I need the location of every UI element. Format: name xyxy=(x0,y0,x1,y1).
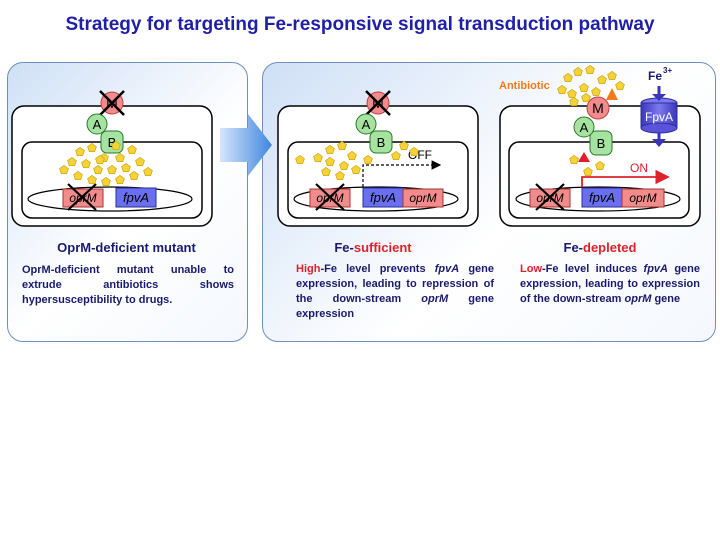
antibiotic-molecule-icon xyxy=(115,152,125,163)
svg-text:3+: 3+ xyxy=(663,66,672,75)
antibiotic-molecule-icon xyxy=(313,152,323,163)
antibiotic-molecule-icon xyxy=(607,70,617,81)
antibiotic-molecule-icon xyxy=(73,170,83,181)
svg-text:fpvA: fpvA xyxy=(370,190,396,205)
antibiotics-inside-right xyxy=(569,154,605,177)
antibiotic-molecule-icon xyxy=(567,88,577,99)
cell-oprm-deficient: M A B oprM fpvA xyxy=(11,90,213,227)
antibiotic-molecule-icon xyxy=(143,166,153,177)
antibiotics-inside-left xyxy=(59,140,153,187)
svg-text:M: M xyxy=(592,100,604,116)
svg-text:B: B xyxy=(597,136,606,151)
svg-text:FpvA: FpvA xyxy=(645,110,673,124)
antibiotics-inside-middle xyxy=(295,140,419,181)
left-description: OprM-deficient mutant unable to extrude … xyxy=(22,264,234,306)
antibiotic-molecule-icon xyxy=(81,158,91,169)
antibiotic-molecule-icon xyxy=(325,144,335,155)
antibiotic-molecule-icon xyxy=(399,140,409,151)
svg-text:A: A xyxy=(362,117,371,132)
antibiotic-molecule-icon xyxy=(101,176,111,187)
antibiotic-molecule-icon xyxy=(95,154,105,165)
right-description: Low-Fe level induces fpvA gene expressio… xyxy=(520,263,701,305)
svg-text:fpvA: fpvA xyxy=(589,190,615,205)
svg-text:A: A xyxy=(93,117,102,132)
antibiotic-molecule-icon xyxy=(569,154,579,165)
svg-text:oprM: oprM xyxy=(409,191,436,205)
antibiotic-molecule-icon xyxy=(337,140,347,151)
antibiotic-molecule-icon xyxy=(135,156,145,167)
antibiotic-molecule-icon xyxy=(127,144,137,155)
antibiotic-molecule-icon xyxy=(583,166,593,177)
antibiotic-molecule-icon xyxy=(563,72,573,83)
antibiotic-molecule-icon xyxy=(59,164,69,175)
antibiotic-molecule-icon xyxy=(111,140,121,151)
antibiotic-molecule-icon xyxy=(391,150,401,161)
antibiotic-molecule-icon xyxy=(321,166,331,177)
antibiotic-molecule-icon xyxy=(573,66,583,77)
antibiotic-molecule-icon xyxy=(339,160,349,171)
fe-ion-label: Fe xyxy=(648,69,662,83)
antibiotic-molecule-icon xyxy=(409,146,419,157)
efflux-arrow-icon xyxy=(578,152,590,162)
antibiotics-outside-right xyxy=(557,64,625,107)
page-title: Strategy for targeting Fe-responsive sig… xyxy=(65,14,655,35)
antibiotic-label: Antibiotic xyxy=(499,80,550,92)
antibiotic-molecule-icon xyxy=(87,142,97,153)
svg-text:fpvA: fpvA xyxy=(123,190,149,205)
antibiotic-molecule-icon xyxy=(121,162,131,173)
antibiotic-molecule-icon xyxy=(579,82,589,93)
antibiotic-molecule-icon xyxy=(615,80,625,91)
antibiotic-molecule-icon xyxy=(557,84,567,95)
antibiotic-molecule-icon xyxy=(295,154,305,165)
antibiotic-molecule-icon xyxy=(115,174,125,185)
svg-text:B: B xyxy=(108,135,117,150)
antibiotic-molecule-icon xyxy=(581,92,591,103)
transition-arrow xyxy=(220,114,272,176)
middle-heading: Fe-sufficient xyxy=(334,240,412,255)
fe-import-arrow-icon xyxy=(652,94,666,101)
on-arrow xyxy=(581,169,670,187)
antibiotic-molecule-icon xyxy=(325,156,335,167)
left-heading: OprM-deficient mutant xyxy=(57,240,196,255)
antibiotic-molecule-icon xyxy=(75,146,85,157)
antibiotic-molecule-icon xyxy=(107,164,117,175)
antibiotic-molecule-icon xyxy=(67,156,77,167)
right-heading: Fe-depleted xyxy=(563,240,637,255)
svg-text:B: B xyxy=(377,135,386,150)
antibiotic-molecule-icon xyxy=(335,170,345,181)
off-arrow xyxy=(362,160,442,187)
antibiotic-molecule-icon xyxy=(591,86,601,97)
antibiotic-molecule-icon xyxy=(87,174,97,185)
gene-fpva-left xyxy=(115,187,157,208)
antibiotic-molecule-icon xyxy=(363,154,373,165)
antibiotic-molecule-icon xyxy=(93,164,103,175)
antibiotic-molecule-icon xyxy=(569,96,579,107)
antibiotic-molecule-icon xyxy=(597,74,607,85)
antibiotic-molecule-icon xyxy=(129,170,139,181)
on-label: ON xyxy=(630,161,648,175)
cell-fe-sufficient: M A B oprM fpvA oprM OFF xyxy=(277,90,479,227)
svg-text:oprM: oprM xyxy=(629,191,656,205)
antibiotic-molecule-icon xyxy=(351,164,361,175)
middle-description: High-Fe level prevents fpvA gene express… xyxy=(296,263,494,320)
svg-text:A: A xyxy=(580,120,589,135)
antibiotic-molecule-icon xyxy=(595,160,605,171)
antibiotic-molecule-icon xyxy=(585,64,595,75)
antibiotic-molecule-icon xyxy=(347,150,357,161)
